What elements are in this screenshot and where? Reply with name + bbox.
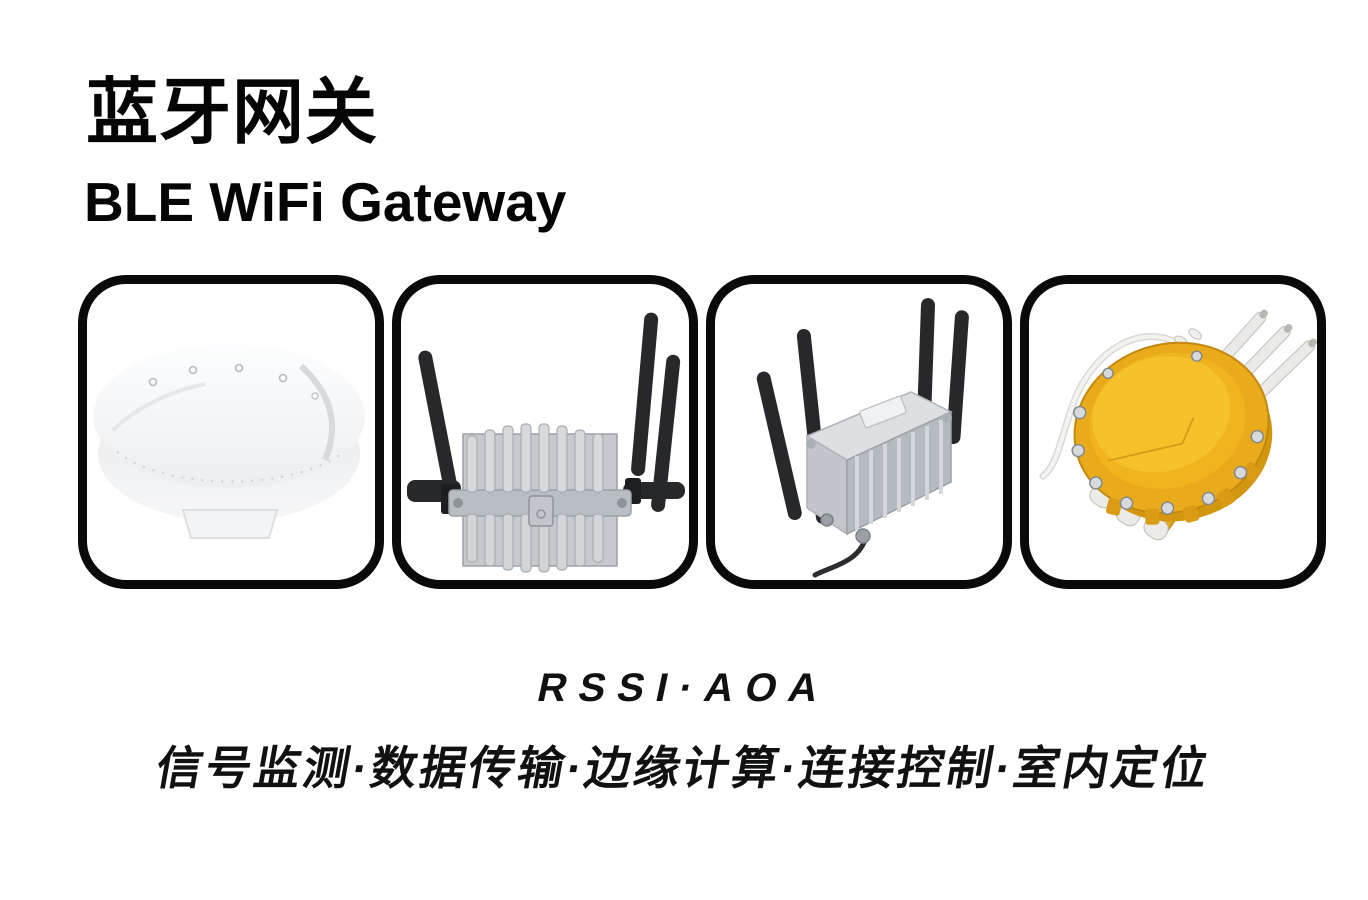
- product-card-outdoor-gateway-front: [392, 275, 698, 589]
- page-title-english: BLE WiFi Gateway: [84, 171, 567, 233]
- tagline-rssi-aoa: RSSI·AOA: [533, 666, 835, 710]
- feature-list: 信号监测·数据传输·边缘计算·连接控制·室内定位: [152, 742, 1215, 794]
- page-title-chinese: 蓝牙网关: [86, 73, 379, 153]
- explosion-proof-gateway-photo: [1039, 309, 1317, 541]
- outdoor-gateway-angle-photo: [756, 298, 969, 578]
- product-card-explosion-proof: [1020, 275, 1326, 589]
- product-gallery: [78, 275, 1326, 589]
- ceiling-dome-gateway-photo: [93, 344, 365, 539]
- product-card-outdoor-gateway-angle: [706, 275, 1012, 589]
- product-card-ceiling-dome: [78, 275, 384, 589]
- outdoor-gateway-front-photo: [407, 312, 685, 573]
